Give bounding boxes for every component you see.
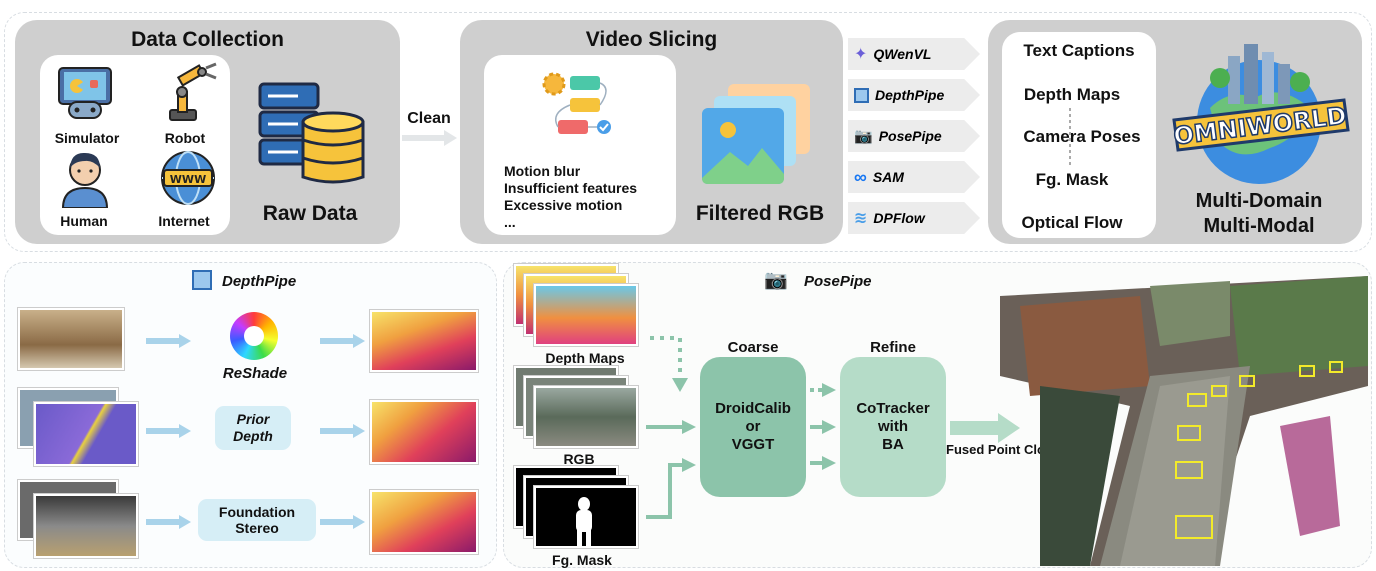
filtered-rgb-label: Filtered RGB [695, 202, 825, 225]
robot-arm-icon [158, 62, 220, 124]
depth-result-1 [370, 310, 478, 372]
criterion-excessive-motion: Excessive motion [504, 197, 623, 213]
criterion-ellipsis: ... [504, 214, 516, 230]
mask-stack-3 [534, 486, 638, 548]
output-optical-flow: Optical Flow [1021, 213, 1123, 232]
robot-rgb-thumb [34, 494, 138, 558]
method-reshade: ReShade [222, 365, 288, 382]
arrow-r1b [320, 334, 365, 348]
camera-icon: 📷 [854, 128, 873, 145]
method-foundation-stereo: Foundation Stereo [198, 499, 316, 541]
method-prior-depth: Prior Depth [215, 406, 291, 450]
depthpipe-title: DepthPipe [222, 273, 297, 290]
output-fg-mask: Fg. Mask [1035, 170, 1109, 189]
tool-dpflow: ≋ DPFlow [848, 202, 980, 234]
posepipe-title: PosePipe [804, 273, 872, 290]
chip-icon [854, 87, 869, 103]
top-row-frame [4, 12, 1372, 252]
clean-arrow [402, 130, 457, 146]
source-human: Human [60, 213, 108, 229]
sim-rgb-thumb [18, 308, 124, 370]
omniworld-logo: OMNIWORLD [1160, 38, 1358, 186]
source-simulator: Simulator [54, 130, 120, 146]
flow-waves-icon: ≋ [854, 210, 868, 227]
input-depth-maps: Depth Maps [545, 350, 625, 366]
arrow-r2b [320, 424, 365, 438]
point-cloud-render [1000, 266, 1368, 566]
output-text-captions: Text Captions [1023, 41, 1135, 60]
arrow-r3b [320, 515, 365, 529]
output-depth-maps: Depth Maps [1023, 85, 1121, 104]
tool-posepipe: 📷 PosePipe [848, 120, 980, 152]
arrow-r1a [146, 334, 191, 348]
tool-sam: ∞ SAM [848, 161, 980, 193]
meta-infinity-icon: ∞ [854, 166, 867, 187]
criteria-list: Motion blur Insufficient features Excess… [504, 163, 674, 231]
human-icon [57, 148, 113, 209]
coarse-block: DroidCalib or VGGT [700, 357, 806, 497]
input-rgb: RGB [563, 451, 595, 467]
summary-multi-modal: Multi-Modal [1203, 215, 1315, 237]
output-camera-poses: Camera Poses [1023, 127, 1141, 146]
tool-qwenvl: ✦ QWenVL [848, 38, 980, 70]
tool-depthpipe: DepthPipe [848, 79, 980, 111]
simulator-icon [55, 62, 115, 122]
clean-label: Clean [407, 110, 451, 127]
data-collection-title: Data Collection [131, 28, 284, 51]
depth-result-2 [370, 400, 478, 464]
refine-block: CoTracker with BA [840, 357, 946, 497]
arrow-r2a [146, 424, 191, 438]
database-server-icon [258, 82, 368, 187]
depthpipe-chip-icon [192, 270, 212, 290]
posepipe-connectors [640, 320, 860, 530]
fused-output-arrow [950, 413, 1020, 443]
summary-multi-domain: Multi-Domain [1195, 190, 1323, 212]
filtered-images-icon [700, 82, 815, 187]
fused-point-cloud-label: Fused Point Cloud [946, 442, 1061, 457]
qwen-logo-icon: ✦ [854, 46, 868, 63]
human-seg-thumb [34, 402, 138, 466]
depth-stack-3 [534, 284, 638, 346]
criterion-insufficient-features: Insufficient features [504, 180, 638, 196]
source-internet: Internet [158, 213, 210, 229]
coarse-label: Coarse [727, 339, 779, 356]
input-fg-mask: Fg. Mask [552, 552, 612, 568]
source-robot: Robot [164, 130, 206, 146]
workflow-icon [540, 68, 620, 143]
raw-data-label: Raw Data [262, 202, 358, 225]
color-wheel-icon [230, 312, 278, 360]
depth-result-3 [370, 490, 478, 554]
arrow-r3a [146, 515, 191, 529]
criterion-motion-blur: Motion blur [504, 163, 581, 179]
outputs-list-box [1002, 32, 1156, 238]
globe-www-icon: WWW [158, 148, 218, 208]
video-slicing-title: Video Slicing [585, 28, 718, 51]
dotted-connector [1068, 108, 1072, 168]
svg-text:WWW: WWW [170, 173, 206, 186]
refine-label: Refine [870, 339, 916, 356]
posepipe-camera-icon: 📷 [764, 270, 788, 291]
rgb-stack-3 [534, 386, 638, 448]
